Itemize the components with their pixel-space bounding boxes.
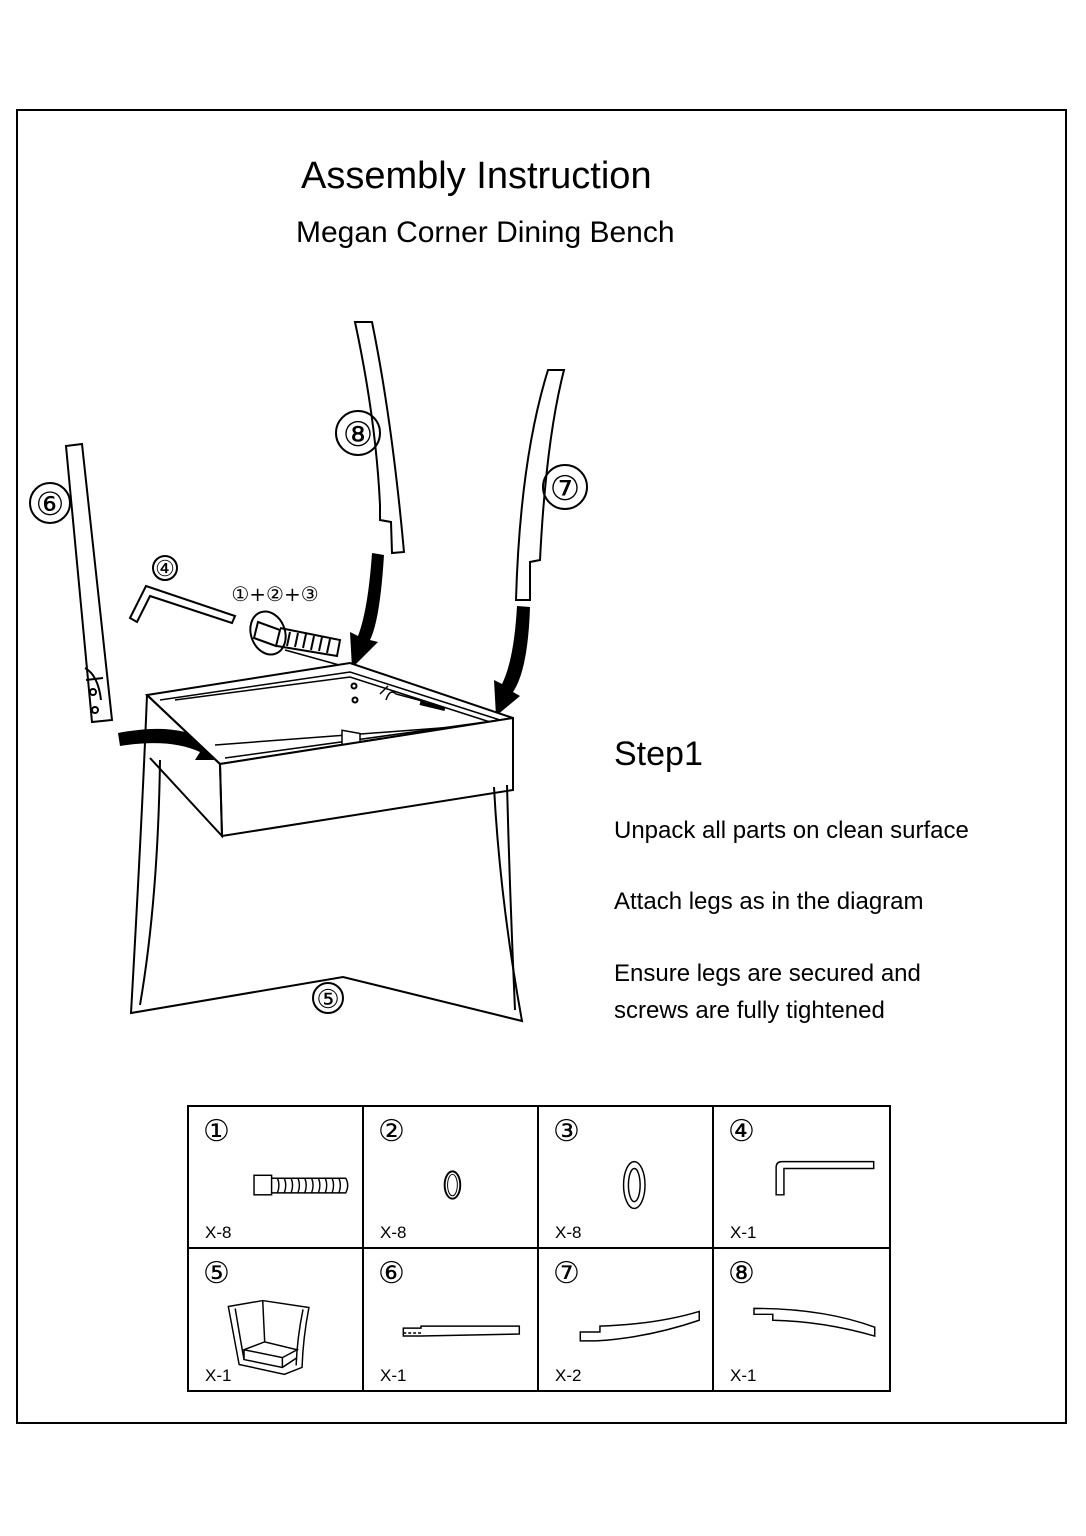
spring-washer-icon [443, 1170, 462, 1200]
part-number: ⑧ [728, 1255, 755, 1291]
part-quantity: X-1 [730, 1222, 757, 1242]
instruction-2: Attach legs as in the diagram [614, 888, 924, 915]
leg-7-drawing [514, 369, 566, 601]
callout-4: ④ [155, 557, 175, 582]
part-quantity: X-1 [380, 1366, 407, 1385]
page-border [16, 109, 1067, 1424]
curved-leg-icon [579, 1309, 700, 1342]
bolt-icon [253, 1174, 349, 1196]
part-cell-8: ⑧ X-1 [714, 1249, 889, 1391]
bench-frame-drawing [129, 661, 524, 1023]
part-number: ① [203, 1114, 230, 1149]
flat-washer-icon [622, 1160, 646, 1210]
part-number: ⑤ [203, 1255, 230, 1291]
callout-7: ⑦ [550, 469, 580, 509]
part-quantity: X-8 [555, 1222, 582, 1242]
callout-bolt-combo: ①+②+③ [231, 582, 318, 606]
straight-leg-icon [402, 1324, 521, 1337]
part-cell-3: ③ X-8 [539, 1107, 714, 1249]
callouts [29, 410, 588, 1014]
product-name: Megan Corner Dining Bench [296, 216, 675, 249]
leg-6-drawing [64, 442, 114, 724]
part-number: ③ [553, 1114, 580, 1149]
page-title: Assembly Instruction [301, 155, 652, 197]
callout-5: ⑤ [316, 985, 339, 1015]
arrow-leg-8 [350, 553, 384, 668]
part-number: ⑦ [553, 1255, 580, 1291]
part-quantity: X-2 [555, 1366, 582, 1385]
parts-list-table: ① X-8 ② X-8 ③ X-8 ④ X-1 ⑤ [187, 1105, 891, 1392]
bolt-assembly-drawing [249, 610, 351, 669]
part-number: ⑥ [378, 1255, 405, 1291]
part-cell-7: ⑦ X-2 [539, 1248, 714, 1390]
part-quantity: X-8 [205, 1222, 232, 1242]
curved-leg-icon [753, 1307, 876, 1337]
part-quantity: X-1 [205, 1366, 232, 1385]
instruction-3b: screws are fully tightened [614, 997, 885, 1024]
arrow-leg-7 [494, 606, 530, 716]
step-title: Step1 [614, 735, 703, 773]
instruction-3a: Ensure legs are secured and [614, 960, 921, 987]
part-quantity: X-8 [380, 1222, 407, 1242]
part-number: ④ [728, 1114, 755, 1149]
callout-8: ⑧ [343, 415, 373, 455]
part-cell-5: ⑤ X-1 [189, 1248, 364, 1390]
allen-key-icon [775, 1160, 875, 1196]
instruction-1: Unpack all parts on clean surface [614, 817, 969, 844]
part-cell-2: ② X-8 [364, 1107, 539, 1249]
part-cell-6: ⑥ X-1 [364, 1248, 539, 1390]
part-cell-4: ④ X-1 [714, 1107, 889, 1249]
callout-6: ⑥ [36, 485, 65, 523]
part-quantity: X-1 [730, 1366, 757, 1385]
allen-key-drawing [128, 584, 237, 625]
part-cell-1: ① X-8 [189, 1107, 364, 1249]
part-number: ② [378, 1114, 405, 1149]
corner-bench-icon [227, 1299, 310, 1375]
